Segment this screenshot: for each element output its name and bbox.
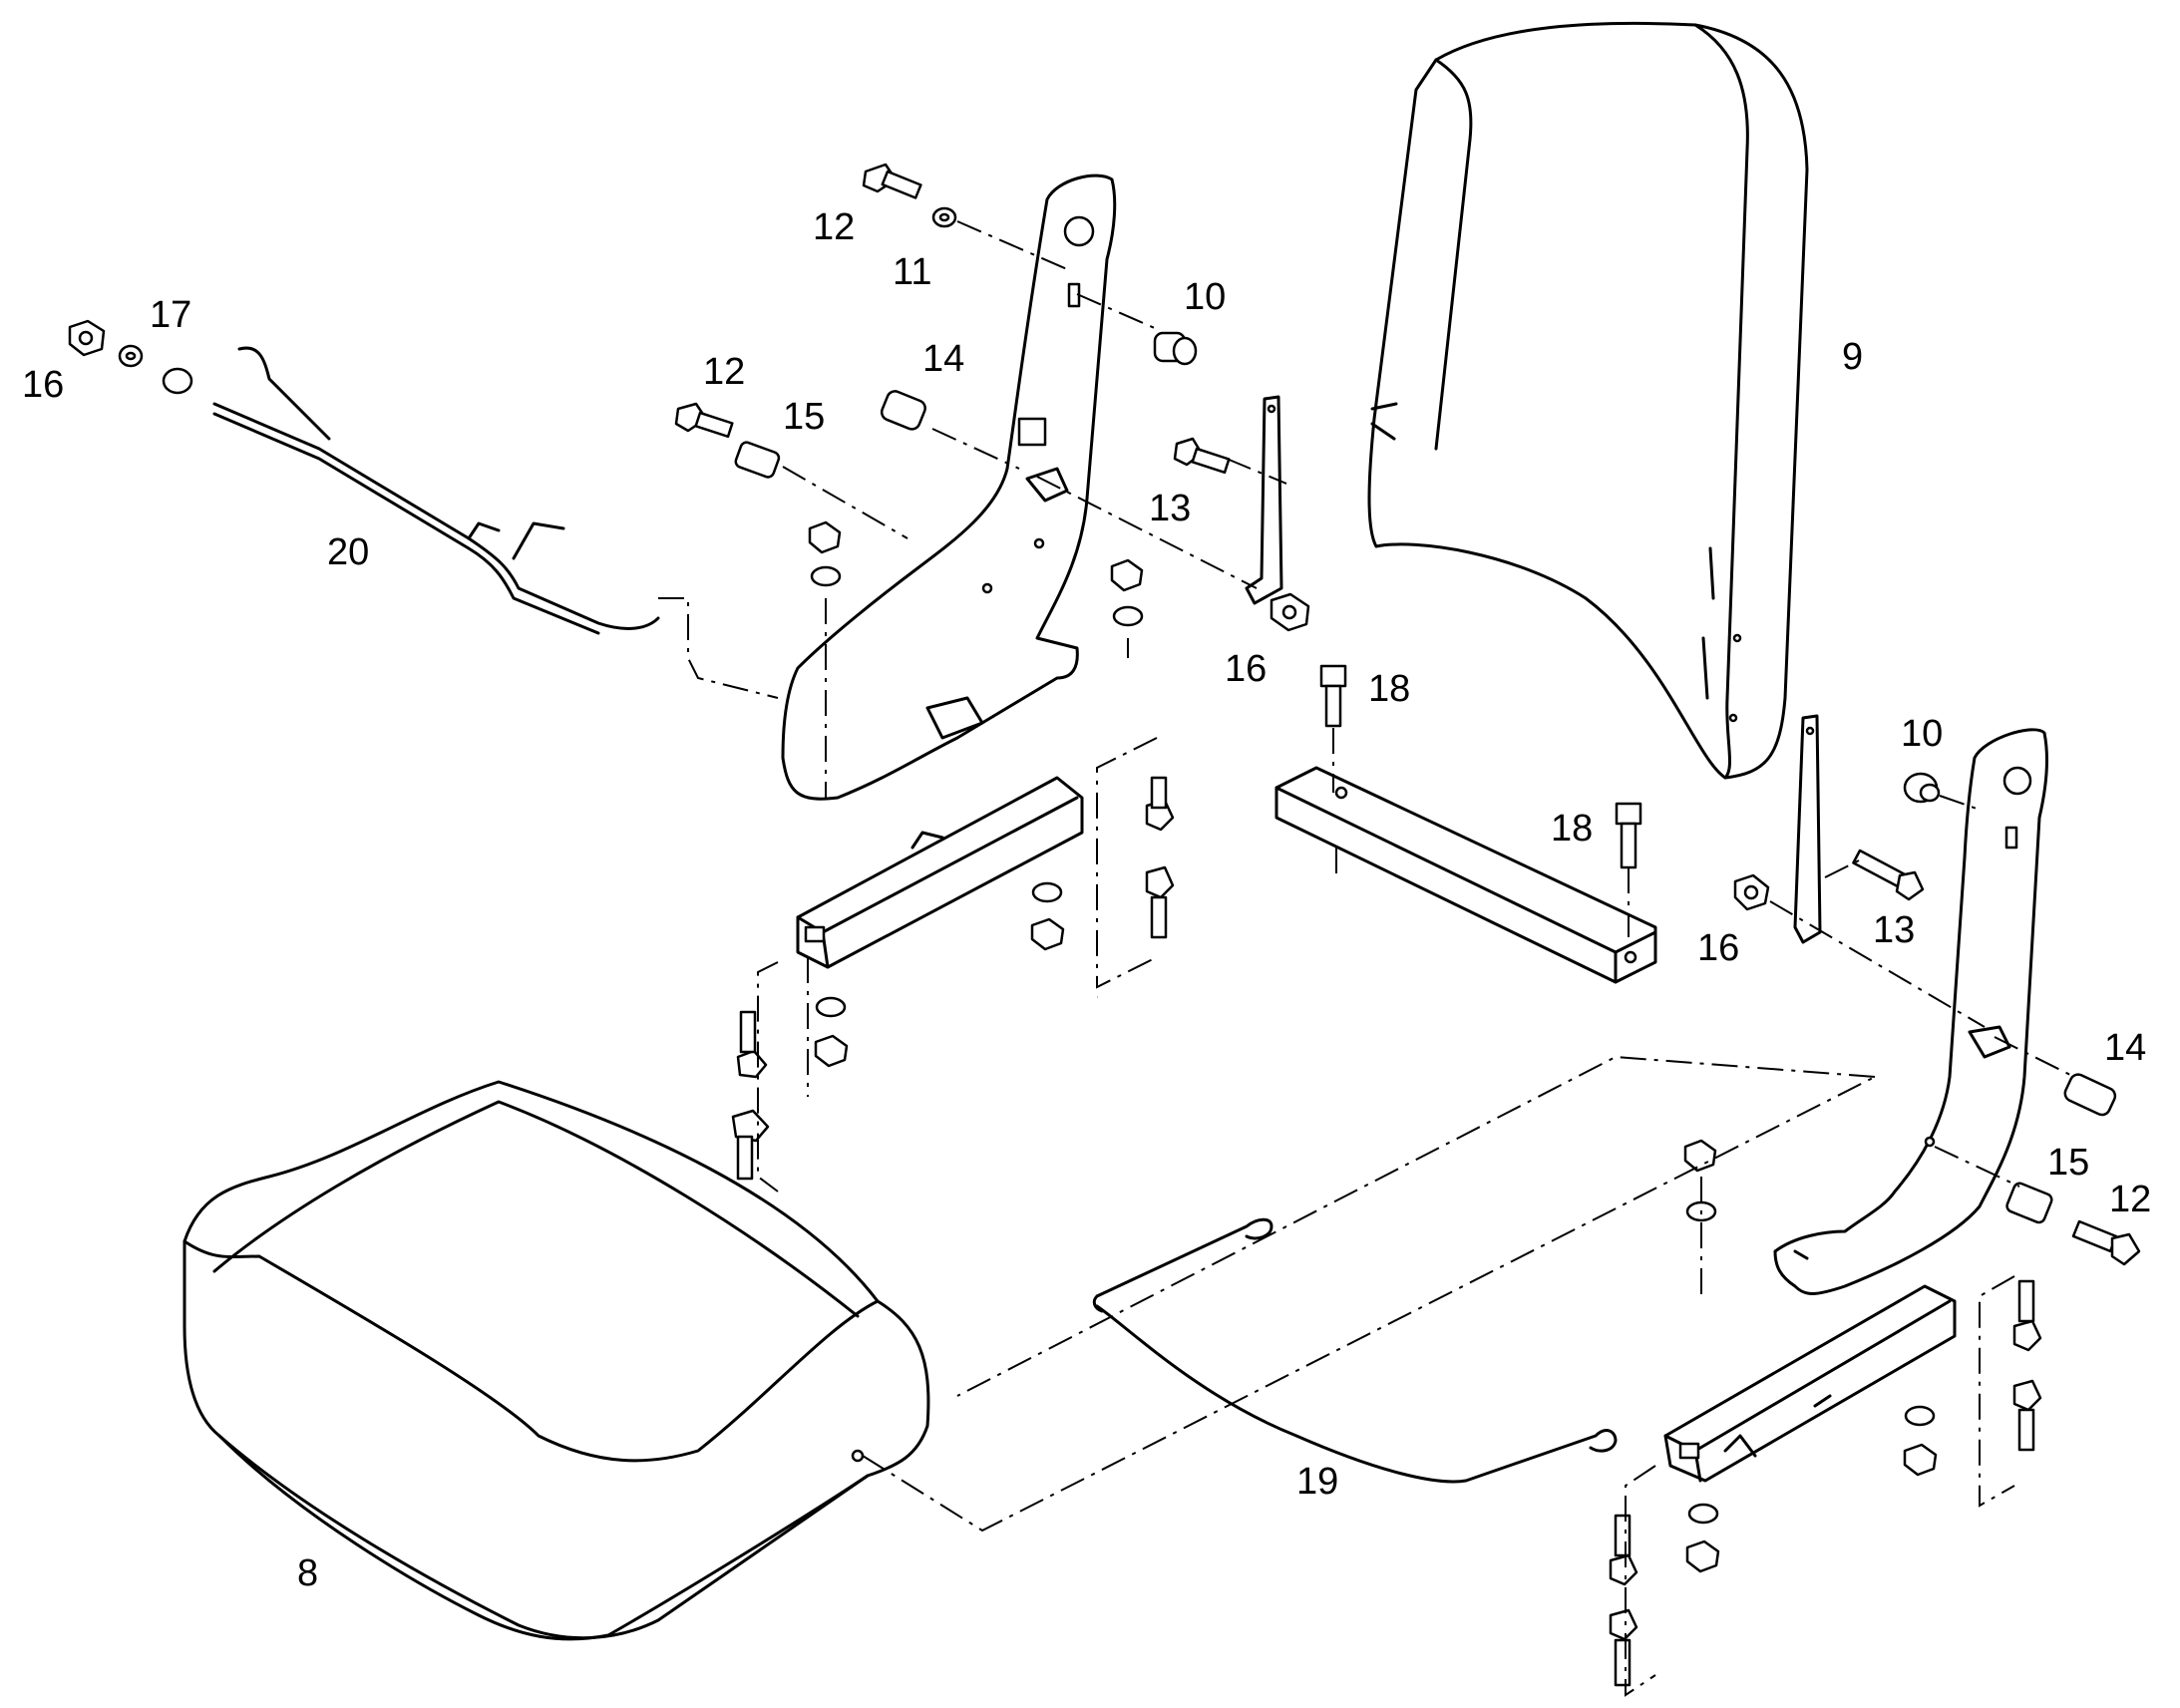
bolt-13-left xyxy=(1173,437,1231,475)
washer-17 xyxy=(118,344,144,368)
callout-labels: 8 9 10 10 11 12 12 12 13 13 14 14 15 15 … xyxy=(22,206,2151,1594)
nut-left-foot-1 xyxy=(808,520,842,587)
callout-13-right: 13 xyxy=(1873,909,1915,951)
connecting-rod-part-19 xyxy=(1092,1217,1618,1484)
seat-slide-rail-right xyxy=(1663,1284,1957,1483)
spacer-10-left xyxy=(1153,331,1198,366)
bolt-18-upper xyxy=(1319,664,1347,728)
callout-16-far-left: 16 xyxy=(22,364,64,406)
callout-17: 17 xyxy=(150,294,191,336)
callout-15-left: 15 xyxy=(783,396,825,438)
nut-16-center xyxy=(1270,592,1310,632)
seat-backrest-part-9 xyxy=(1367,21,1809,780)
bolt-18-lower xyxy=(1615,802,1642,869)
left-side-bracket xyxy=(781,173,1117,801)
callout-12-top: 12 xyxy=(813,206,855,248)
seat-slide-rail-left xyxy=(796,776,1084,969)
callout-18-lower: 18 xyxy=(1551,808,1593,850)
bolt-12-mid xyxy=(674,402,734,439)
seat-cushion-part-8 xyxy=(182,1080,930,1641)
nut-16-right xyxy=(1733,873,1770,911)
nut-16-far-left xyxy=(68,319,106,357)
spacer-15-left xyxy=(734,441,781,479)
bushing-17 xyxy=(162,367,193,395)
callout-8: 8 xyxy=(297,1552,318,1594)
washer-11 xyxy=(931,206,957,228)
callout-16-center: 16 xyxy=(1225,648,1267,690)
strap-bracket-right xyxy=(1793,714,1822,944)
bolt-12-right xyxy=(2071,1219,2141,1266)
strap-bracket-left xyxy=(1245,395,1283,605)
bolts-left-rail xyxy=(731,776,1175,1181)
assembly-leader-lines xyxy=(658,220,2075,1697)
callout-12-right: 12 xyxy=(2109,1179,2151,1220)
callout-12-mid: 12 xyxy=(703,351,745,393)
bolt-13-right xyxy=(1852,849,1925,901)
spacer-14-right xyxy=(2063,1073,2117,1117)
callout-14-left: 14 xyxy=(922,338,964,380)
callout-13-left: 13 xyxy=(1149,488,1191,529)
bolt-12-top xyxy=(862,163,922,199)
spacer-15-right xyxy=(2005,1182,2053,1224)
callout-18-upper: 18 xyxy=(1368,668,1410,710)
callout-14-right: 14 xyxy=(2104,1027,2146,1069)
adjustment-rod-part-20 xyxy=(212,346,660,635)
callout-10-right: 10 xyxy=(1901,713,1943,755)
nut-left-foot-2 xyxy=(1110,558,1144,627)
hardware xyxy=(68,163,2141,1687)
callout-20: 20 xyxy=(327,531,369,573)
spacer-14-left xyxy=(880,390,926,431)
spacer-10-right xyxy=(1903,772,1941,804)
callout-9: 9 xyxy=(1842,336,1863,378)
callout-15-right: 15 xyxy=(2047,1142,2089,1184)
callout-10-left: 10 xyxy=(1184,276,1226,318)
callout-11: 11 xyxy=(893,251,931,293)
callout-16-right: 16 xyxy=(1697,927,1739,969)
lower-guide-rail xyxy=(1274,766,1657,984)
callout-19: 19 xyxy=(1296,1461,1338,1503)
right-side-bracket xyxy=(1773,728,2048,1295)
